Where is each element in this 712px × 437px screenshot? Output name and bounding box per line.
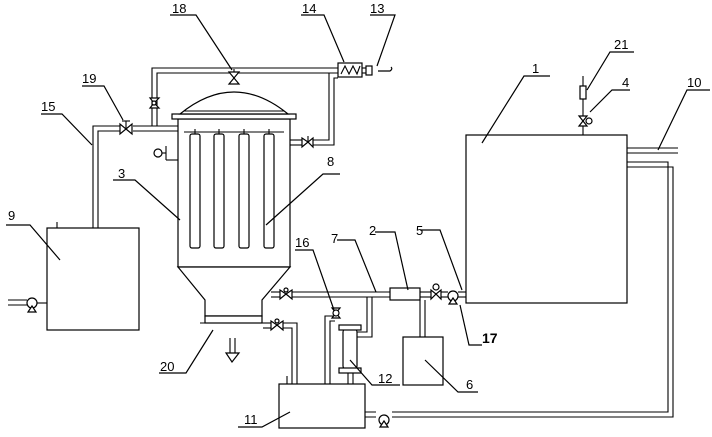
heater-14	[337, 62, 363, 78]
label-5: 5	[416, 223, 423, 238]
inlet-13	[362, 65, 393, 76]
label-10: 10	[687, 75, 701, 90]
tank-9	[46, 227, 140, 331]
pump-9	[8, 297, 47, 313]
label-14: 14	[302, 1, 316, 16]
label-11: 11	[244, 412, 258, 427]
filter-2	[389, 287, 421, 301]
filter-tubes-8	[184, 129, 284, 249]
discharge-arrow-20	[224, 338, 241, 364]
instrument-21	[579, 76, 587, 116]
pipe-5	[420, 291, 466, 298]
label-13: 13	[370, 1, 384, 16]
label-1: 1	[532, 61, 539, 76]
label-9: 9	[8, 208, 15, 223]
leader-lines	[6, 14, 710, 428]
left-vent-valve	[148, 97, 161, 109]
valve-cone	[270, 318, 284, 332]
right-vessel-valve	[301, 136, 314, 149]
tank-11	[278, 383, 366, 429]
label-18: 18	[172, 1, 186, 16]
valve-4	[577, 115, 593, 135]
label-21: 21	[614, 37, 628, 52]
label-7: 7	[331, 231, 338, 246]
right-loop-pipe	[290, 72, 338, 146]
valve-18	[227, 71, 241, 85]
valve-5	[430, 283, 442, 301]
label-20: 20	[160, 359, 174, 374]
label-2: 2	[369, 223, 376, 238]
filter-2-drain	[419, 300, 426, 337]
vessel-gauge	[153, 146, 178, 161]
heat-exchanger-12	[338, 324, 362, 384]
label-3: 3	[118, 166, 125, 181]
label-8: 8	[327, 154, 334, 169]
label-17: 17	[482, 330, 498, 346]
label-16: 16	[295, 235, 309, 250]
tank-6	[402, 336, 444, 386]
pump-17	[447, 290, 459, 305]
pipe-10	[627, 147, 678, 154]
valve-19	[119, 120, 133, 136]
pipe-7	[271, 291, 390, 298]
labels: 1 2 3 4 5 6 7 8 9 10 11 12 13 14 15 16 1…	[8, 1, 701, 427]
valve-7	[279, 287, 293, 301]
label-12: 12	[378, 371, 392, 386]
pump-return	[378, 414, 390, 428]
cone-drain-pipe	[263, 322, 298, 384]
label-6: 6	[466, 377, 473, 392]
tank-1	[465, 134, 628, 304]
label-15: 15	[41, 99, 55, 114]
label-19: 19	[82, 71, 96, 86]
label-4: 4	[622, 75, 629, 90]
dome-lid	[171, 91, 297, 120]
pipe-15	[92, 125, 178, 228]
